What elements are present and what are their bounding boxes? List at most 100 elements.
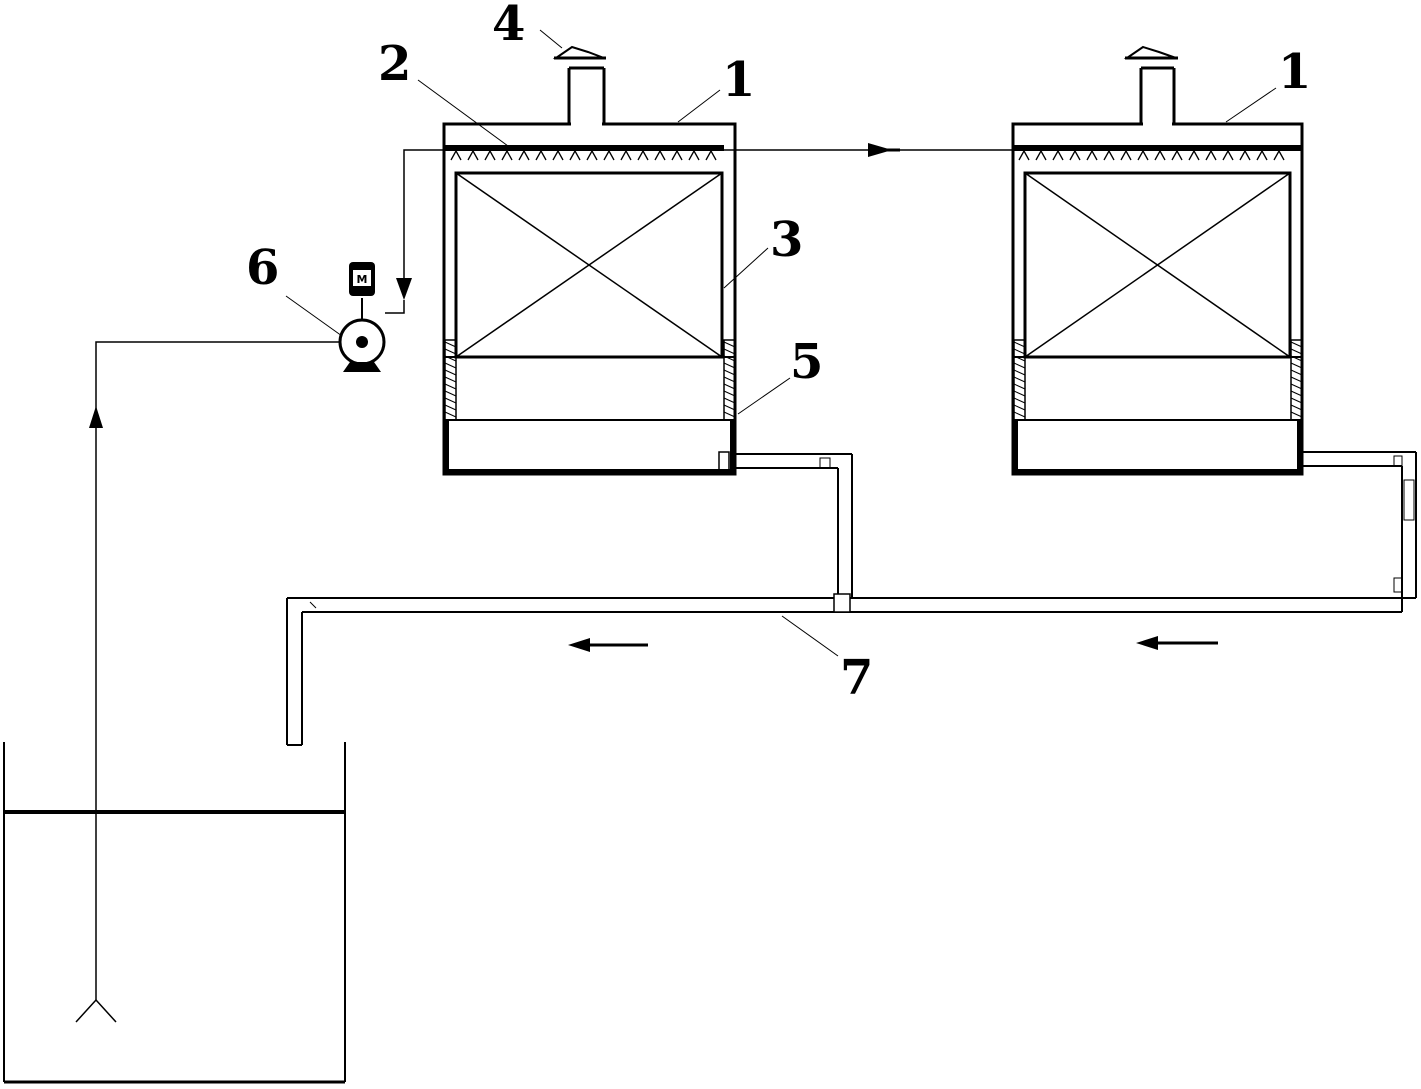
louvre-slat — [723, 369, 736, 376]
label-packing: 3 — [770, 212, 803, 268]
louvre-left — [444, 339, 736, 421]
louvre-slat — [1013, 369, 1026, 376]
louvre-slat — [1013, 411, 1026, 418]
label-return-pipe: 7 — [840, 650, 873, 706]
louvre-slat — [723, 362, 736, 369]
louvre-slat — [1290, 404, 1303, 411]
spray-nozzle — [1035, 150, 1047, 161]
louvre-slat — [1290, 383, 1303, 390]
spray-nozzle — [535, 150, 547, 161]
cooling-tower-left — [442, 45, 737, 476]
vent-cap-icon — [1123, 45, 1178, 60]
spray-nozzle — [586, 150, 598, 161]
vent-cap-icon — [552, 45, 606, 60]
spray-header-right — [1013, 145, 1302, 151]
flow-arrow-icon — [568, 638, 648, 652]
spray-nozzle — [1018, 150, 1030, 161]
spray-nozzle — [1052, 150, 1064, 161]
label-basin-wall: 5 — [790, 334, 823, 390]
spray-nozzle-icon — [450, 150, 717, 161]
spray-nozzle — [1171, 150, 1183, 161]
louvre-slat — [1290, 362, 1303, 369]
spray-nozzle — [1137, 150, 1149, 161]
louvre-slat — [1290, 411, 1303, 418]
spray-nozzle — [450, 150, 462, 161]
flow-arrow-icon — [396, 278, 412, 300]
louvre-slat — [444, 362, 457, 369]
louvre-slat — [723, 411, 736, 418]
louvre-slat — [1013, 348, 1026, 355]
spray-nozzle — [501, 150, 513, 161]
louvre-right — [1013, 339, 1303, 421]
louvre-slat — [444, 376, 457, 383]
label-vent-cap: 4 — [492, 0, 525, 52]
motor-icon: M — [349, 262, 375, 296]
spray-header-left — [444, 145, 724, 151]
louvre-slat — [1290, 397, 1303, 404]
louvre-slat — [1013, 404, 1026, 411]
spray-nozzle — [705, 150, 717, 161]
cooling-tower-right — [1011, 45, 1304, 476]
spray-nozzle-icon — [1018, 150, 1285, 161]
louvre-slat — [444, 390, 457, 397]
spray-nozzle — [688, 150, 700, 161]
louvre-slat — [1290, 341, 1303, 348]
return-pipe — [286, 451, 1417, 746]
pump-icon — [338, 298, 386, 372]
motor-label: M — [357, 273, 368, 286]
label-tower-left: 1 — [722, 52, 755, 108]
suction-strainer-icon — [75, 999, 117, 1023]
louvre-slat — [1290, 390, 1303, 397]
vent-stack-left — [567, 66, 606, 126]
tower-right-casing — [1011, 122, 1304, 476]
louvre-slat — [1290, 376, 1303, 383]
spray-nozzle — [484, 150, 496, 161]
louvre-slat — [444, 348, 457, 355]
louvre-slat — [444, 404, 457, 411]
vent-stack-right — [1139, 66, 1176, 126]
louvre-slat — [1290, 369, 1303, 376]
flow-arrow-icon — [89, 406, 103, 428]
label-spray-header: 2 — [378, 36, 411, 92]
spray-nozzle — [1069, 150, 1081, 161]
spray-nozzle — [1273, 150, 1285, 161]
spray-nozzle — [569, 150, 581, 161]
spray-nozzle — [1205, 150, 1217, 161]
basin-right — [1012, 420, 1303, 475]
supply-pipe — [75, 149, 1013, 1023]
louvre-slat — [444, 369, 457, 376]
spray-nozzle — [620, 150, 632, 161]
louvre-slat — [1013, 397, 1026, 404]
leader-lines — [285, 29, 1277, 657]
tower-left-casing — [442, 122, 737, 476]
louvre-slat — [723, 341, 736, 348]
basin-left — [443, 420, 736, 475]
louvre-slat — [444, 397, 457, 404]
flow-arrow-icon — [1136, 636, 1218, 650]
louvre-slat — [723, 383, 736, 390]
spray-nozzle — [1256, 150, 1268, 161]
packing-left — [454, 171, 724, 359]
spray-nozzle — [1188, 150, 1200, 161]
label-pump: 6 — [246, 240, 279, 296]
water-tank — [3, 742, 346, 1084]
spray-nozzle — [603, 150, 615, 161]
louvre-slat — [723, 397, 736, 404]
louvre-slat — [1013, 390, 1026, 397]
flow-arrow-icon — [868, 143, 900, 157]
spray-nozzle — [518, 150, 530, 161]
spray-nozzle — [1154, 150, 1166, 161]
louvre-slat — [1013, 341, 1026, 348]
louvre-slat — [723, 348, 736, 355]
spray-nozzle — [1222, 150, 1234, 161]
louvre-slat — [444, 383, 457, 390]
spray-nozzle — [1103, 150, 1115, 161]
louvre-slat — [1290, 348, 1303, 355]
louvre-slat — [1013, 376, 1026, 383]
spray-nozzle — [467, 150, 479, 161]
louvre-slat — [723, 404, 736, 411]
louvre-slat — [1013, 362, 1026, 369]
packing-right — [1023, 171, 1292, 359]
louvre-slat — [723, 376, 736, 383]
